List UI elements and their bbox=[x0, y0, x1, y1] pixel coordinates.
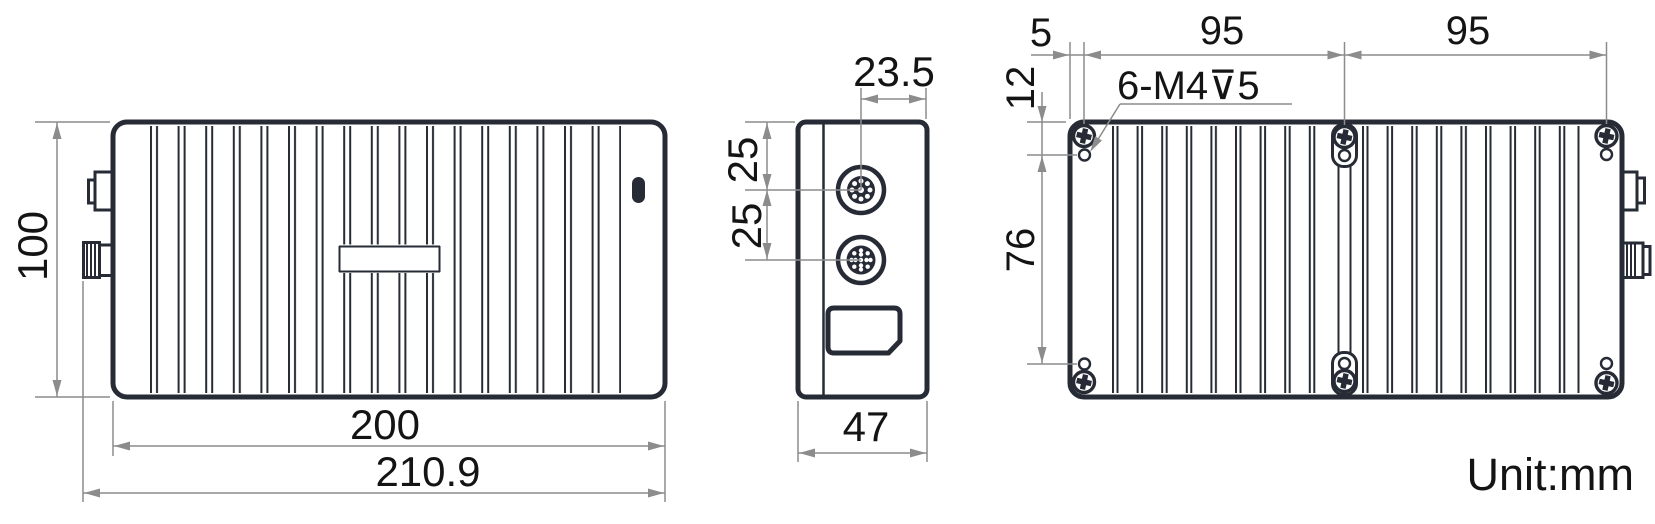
case-screw bbox=[1332, 368, 1357, 394]
dim-back-hole-top-offset: 12 bbox=[999, 66, 1077, 364]
mounting-hole bbox=[1077, 148, 1092, 162]
dim-back-hole-row-spacing: 76 bbox=[999, 228, 1077, 365]
mounting-hole bbox=[1077, 357, 1092, 371]
dim-text-back-pitch-left: 95 bbox=[1200, 9, 1245, 53]
dim-back-top-chain: 5 95 95 bbox=[1030, 9, 1608, 125]
dim-text-front-overall-width: 210.9 bbox=[375, 448, 480, 495]
dim-side-connector-spacing: 25 25 bbox=[719, 121, 861, 261]
side-connector-bottom-stub bbox=[82, 241, 116, 279]
back-connector-bottom-stub bbox=[1618, 241, 1652, 279]
mounting-hole bbox=[1599, 147, 1614, 162]
front-view bbox=[82, 119, 668, 400]
heatsink-fins-back-left bbox=[1108, 126, 1330, 393]
dim-front-fin-width: 200 bbox=[112, 401, 666, 502]
dim-text-side-connector-to-edge: 23.5 bbox=[853, 48, 935, 95]
dim-text-back-hole-row-spacing: 76 bbox=[999, 228, 1043, 273]
case-screw bbox=[1071, 123, 1097, 149]
mounting-hole bbox=[1337, 148, 1352, 163]
dim-text-side-spacing-upper: 25 bbox=[719, 137, 766, 184]
dim-side-depth: 47 bbox=[797, 401, 928, 462]
thread-callout-text: 6-M4⊽5 bbox=[1117, 64, 1260, 108]
dim-side-connector-to-edge: 23.5 bbox=[853, 48, 935, 190]
dim-front-overall-width: 210.9 bbox=[82, 281, 665, 502]
mounting-hole bbox=[1337, 356, 1352, 371]
hdmi-port bbox=[825, 305, 903, 356]
back-view bbox=[1067, 119, 1652, 400]
dim-front-height: 100 bbox=[9, 121, 110, 398]
dim-text-back-pitch-right: 95 bbox=[1446, 9, 1491, 53]
case-screw bbox=[1332, 124, 1357, 150]
label-recess bbox=[338, 244, 441, 273]
heatsink-fins-back-right bbox=[1360, 126, 1578, 393]
dim-text-back-hole-top-offset: 12 bbox=[999, 66, 1043, 111]
case-screw bbox=[1594, 370, 1619, 396]
thread-callout: 6-M4⊽5 bbox=[1090, 64, 1292, 152]
case-screw bbox=[1071, 369, 1097, 395]
dim-text-front-height: 100 bbox=[9, 211, 56, 281]
dim-text-side-spacing-lower: 25 bbox=[723, 203, 770, 250]
unit-note: Unit:mm bbox=[1467, 449, 1635, 500]
case-screw bbox=[1594, 123, 1619, 149]
mounting-hole bbox=[1599, 356, 1614, 371]
led-indicator-slot bbox=[632, 177, 645, 203]
dim-text-side-depth: 47 bbox=[843, 403, 890, 450]
dim-text-front-fin-width: 200 bbox=[350, 401, 420, 448]
dim-text-back-edge-offset: 5 bbox=[1030, 11, 1052, 55]
